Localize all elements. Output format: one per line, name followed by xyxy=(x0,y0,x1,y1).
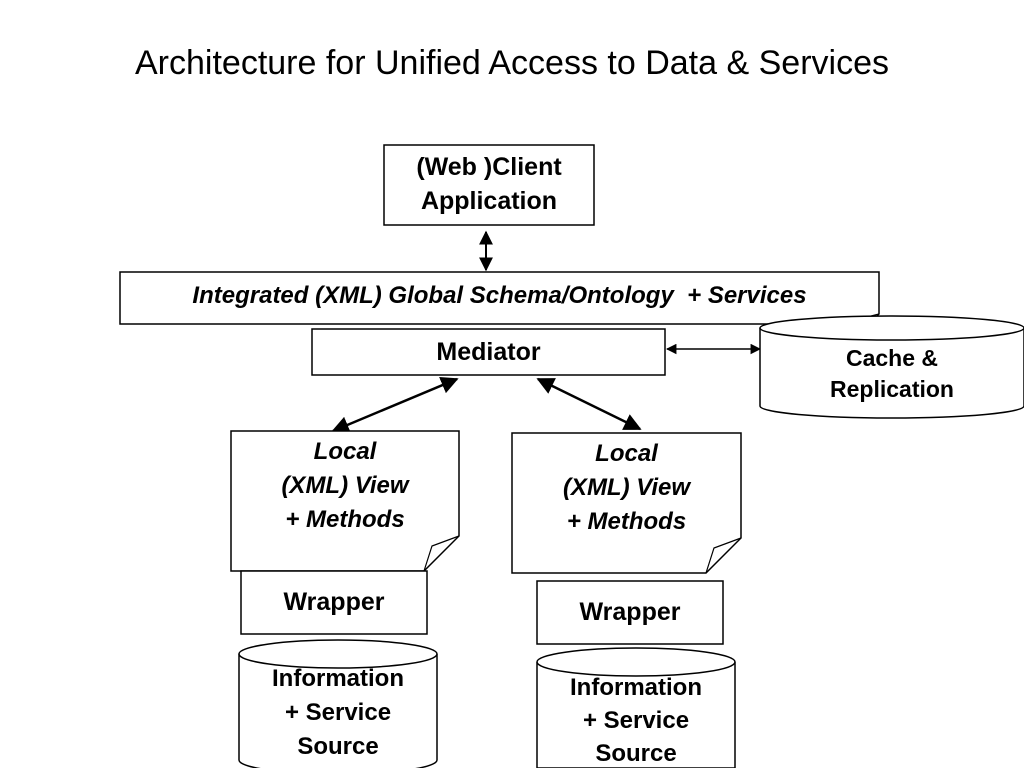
view-right-label-line3: + Methods xyxy=(566,508,687,535)
view-right-box xyxy=(511,432,742,574)
client-label-line2: Application xyxy=(420,187,558,215)
schema-label: Integrated (XML) Global Schema/Ontology … xyxy=(192,282,807,309)
wrapper-right-label: Wrapper xyxy=(579,598,681,626)
mediator-label: Mediator xyxy=(436,338,541,366)
cache-label: Cache & Replication xyxy=(770,343,1014,405)
view-right-label: Local (XML) View + Methods xyxy=(512,437,741,539)
view-left-box xyxy=(230,430,460,572)
cache-label-line2: Replication xyxy=(830,376,954,402)
view-right-label-line2: (XML) View xyxy=(562,474,691,501)
source-right-label: Information + Service Source xyxy=(537,671,735,770)
view-left-label: Local (XML) View + Methods xyxy=(231,435,459,537)
mediator-box xyxy=(311,328,666,376)
mediator-view-left-arrow xyxy=(331,377,459,433)
source-left-label-line1: Information xyxy=(272,665,404,692)
source-left-label-line3: Source xyxy=(297,733,379,760)
client-label: (Web )Client Application xyxy=(384,150,594,218)
cache-cylinder xyxy=(759,328,1024,419)
source-left-cylinder-top xyxy=(238,639,438,669)
view-right-fold xyxy=(705,537,742,574)
client-box xyxy=(383,144,595,226)
client-label-line1: (Web )Client xyxy=(416,153,562,181)
view-right-label-line1: Local xyxy=(595,440,658,467)
source-right-label-line3: Source xyxy=(595,740,677,767)
view-left-fold xyxy=(423,535,460,572)
source-left-label-line2: + Service xyxy=(284,699,392,726)
source-right-label-line1: Information xyxy=(570,674,702,701)
cache-cylinder-top xyxy=(759,315,1024,341)
view-left-label-line2: (XML) View xyxy=(281,472,409,499)
source-left-cylinder xyxy=(238,654,438,768)
wrapper-left-label: Wrapper xyxy=(283,588,385,616)
source-right-label-line2: + Service xyxy=(582,707,690,734)
source-right-cylinder-top xyxy=(536,647,736,677)
view-left-label-line1: Local xyxy=(313,438,377,465)
cache-label-line1: Cache & xyxy=(845,345,939,371)
source-left-label: Information + Service Source xyxy=(239,662,437,764)
page-title: Architecture for Unified Access to Data … xyxy=(135,44,889,82)
view-left-label-line3: + Methods xyxy=(285,506,405,533)
source-right-cylinder xyxy=(536,662,736,768)
wrapper-right-box xyxy=(536,580,724,645)
wrapper-left-box xyxy=(240,570,428,635)
mediator-view-right-arrow xyxy=(536,377,642,431)
